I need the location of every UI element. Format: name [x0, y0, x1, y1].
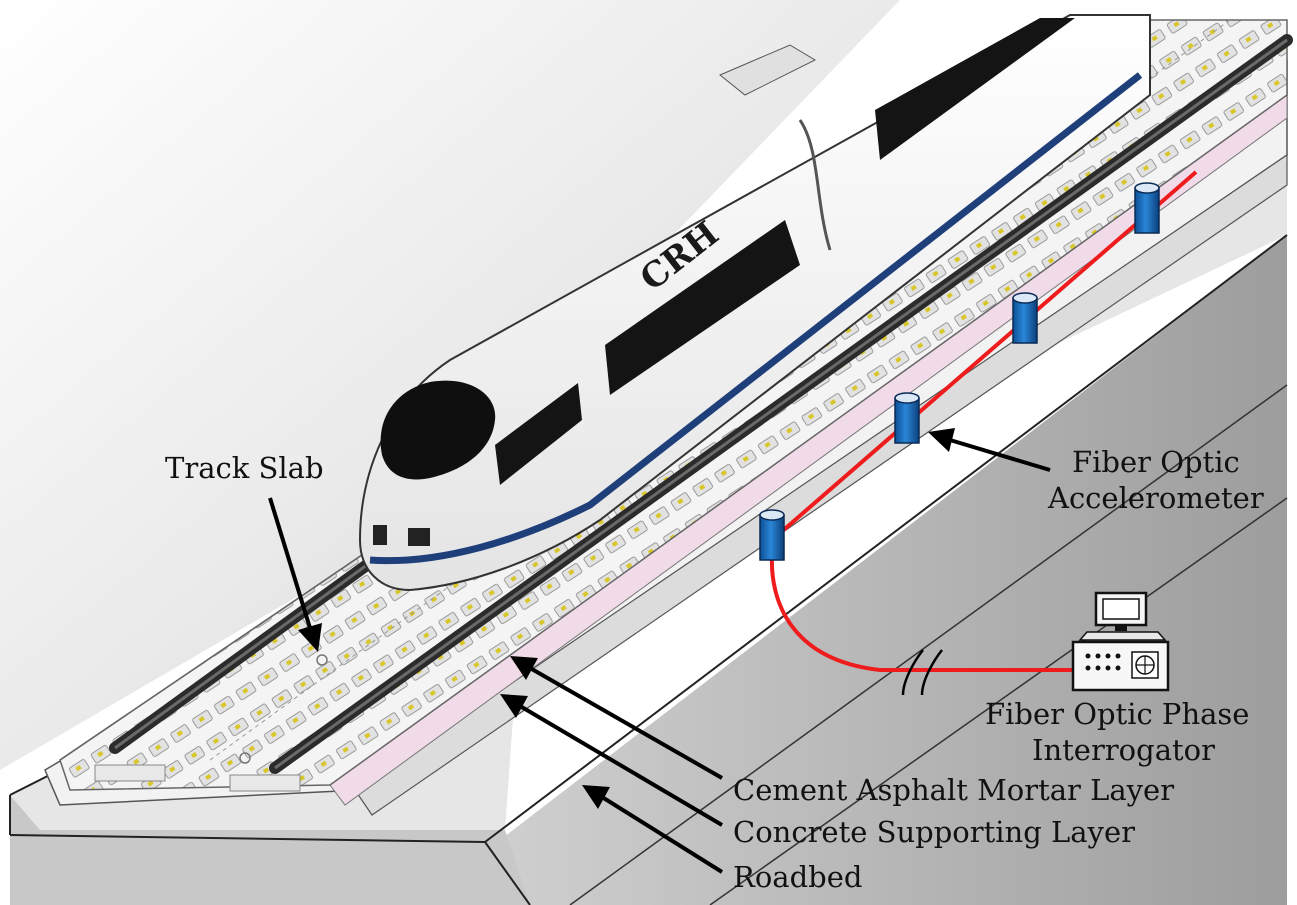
- accelerometer-3: [1012, 292, 1038, 344]
- arrow-accelerometer: [928, 428, 1051, 472]
- label-roadbed: Roadbed: [733, 860, 862, 894]
- windshield: [380, 380, 496, 480]
- headlight-right: [408, 528, 430, 546]
- label-accelerometer-line2: Accelerometer: [1047, 481, 1264, 515]
- cable-break-mark: [901, 649, 924, 696]
- label-interrogator-line1: Fiber Optic Phase: [985, 697, 1249, 731]
- accelerometer-1: [759, 509, 785, 561]
- train-stripe: [369, 72, 1143, 565]
- interrogator-device: [1071, 591, 1170, 692]
- accelerometers: [759, 182, 1160, 561]
- label-concrete-support: Concrete Supporting Layer: [733, 815, 1135, 849]
- label-track-slab: Track Slab: [165, 451, 324, 485]
- arrow-roadbed: [582, 785, 724, 874]
- label-interrogator-line2: Interrogator: [1032, 733, 1215, 767]
- accelerometer-4: [1134, 182, 1160, 234]
- label-accelerometer-line1: Fiber Optic: [1072, 445, 1240, 479]
- arrows: [268, 428, 1051, 874]
- accelerometer-2: [894, 392, 920, 444]
- headlight-left: [373, 525, 387, 545]
- arrow-concrete: [500, 694, 724, 827]
- labels: Track Slab Fiber Optic Accelerometer Fib…: [165, 445, 1264, 894]
- train: CRH: [358, 14, 1151, 592]
- arrow-ca-mortar: [510, 656, 723, 780]
- arrow-track-slab: [268, 497, 322, 652]
- fiber-optic-cable: [769, 170, 1198, 696]
- label-ca-mortar: Cement Asphalt Mortar Layer: [733, 773, 1174, 807]
